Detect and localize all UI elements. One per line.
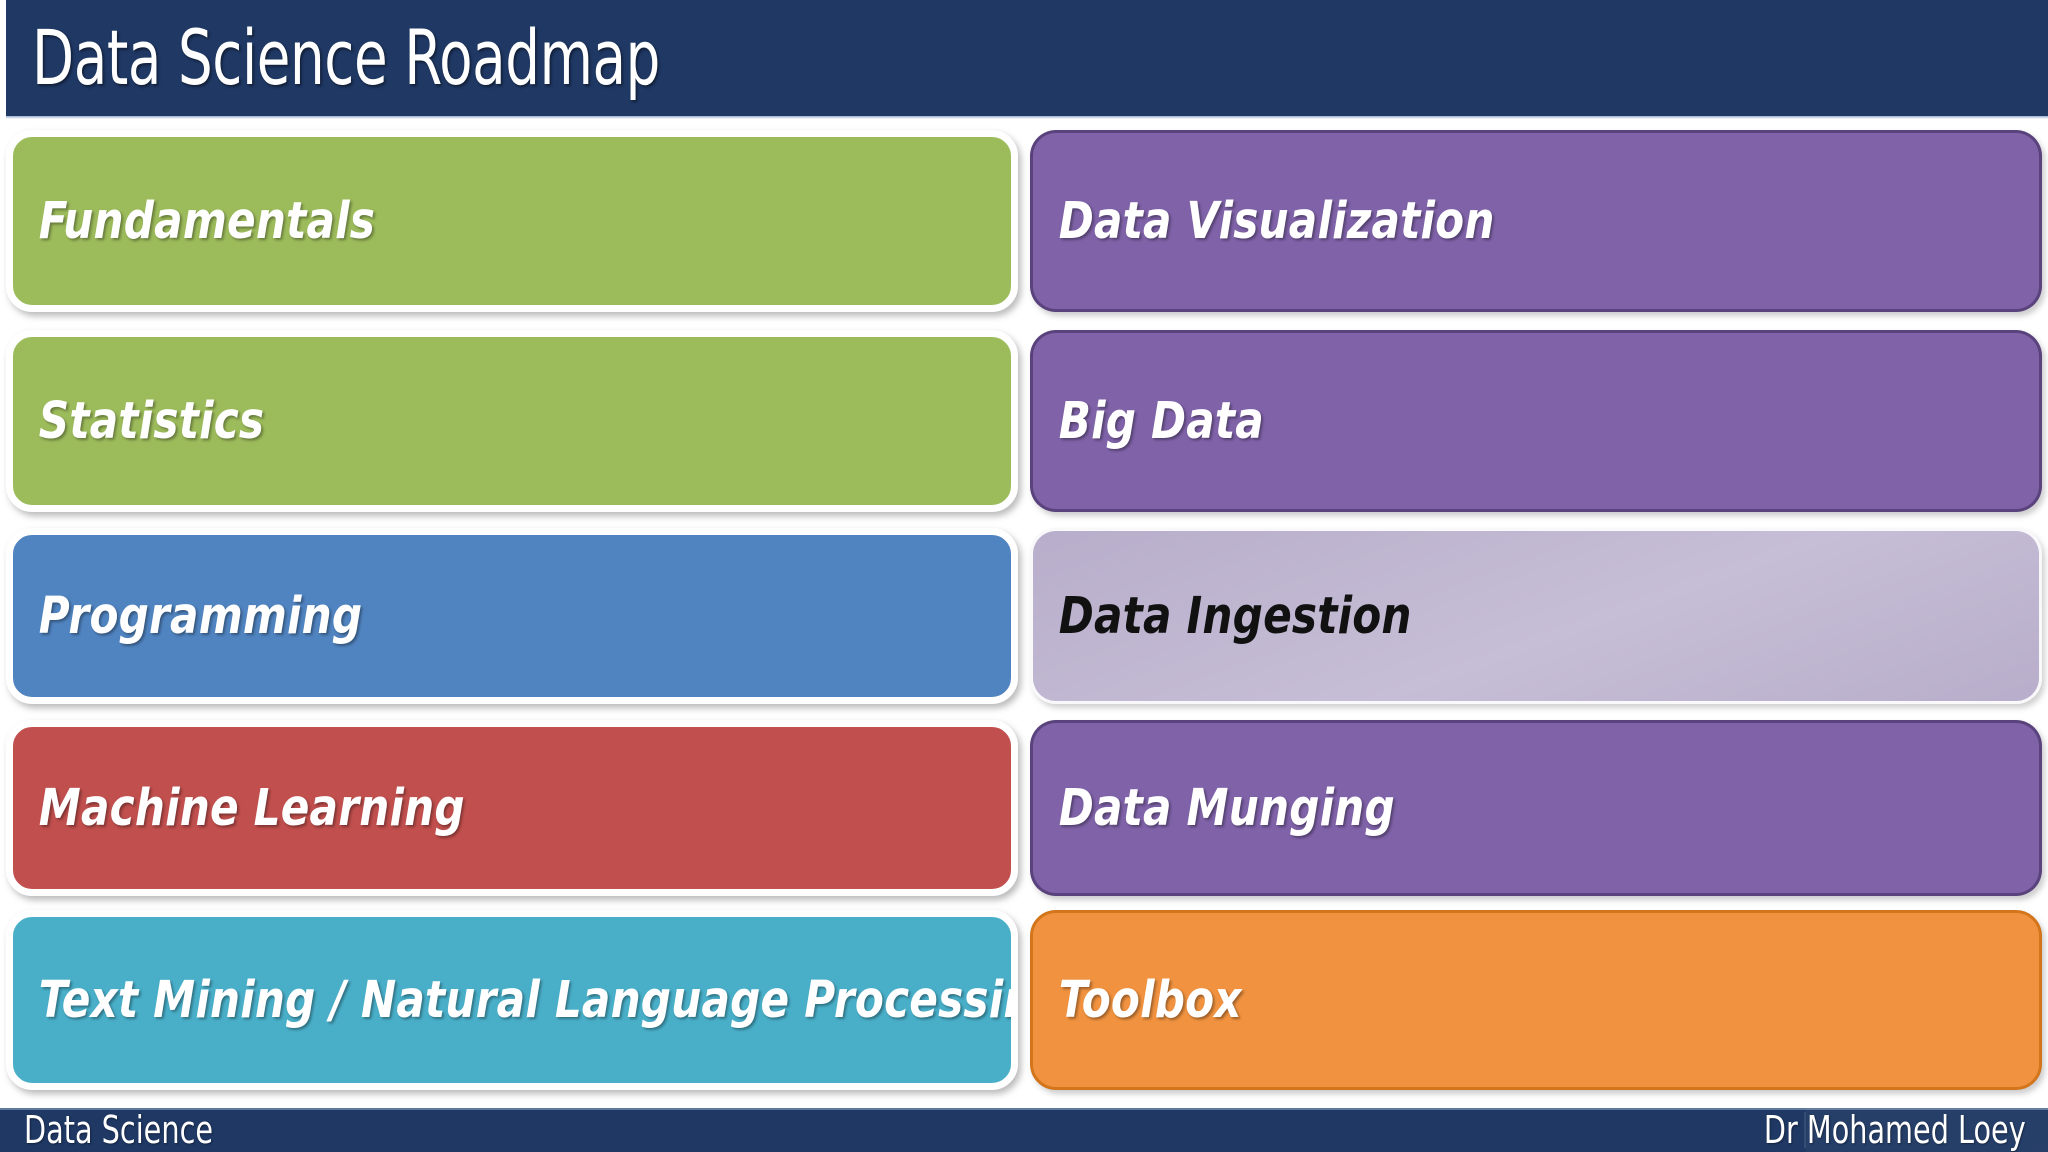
roadmap-box-left-2[interactable]: Statistics <box>6 330 1018 512</box>
footer-course-label: Data Science <box>24 1108 214 1152</box>
roadmap-box-label: Data Ingestion <box>1058 586 1412 646</box>
roadmap-box-left-5[interactable]: Text Mining / Natural Language Processin… <box>6 910 1018 1090</box>
roadmap-box-label: Toolbox <box>1058 970 1242 1030</box>
slide-footer-bar: Data Science Dr Mohamed Loey <box>0 1108 2048 1152</box>
roadmap-box-label: Data Visualization <box>1058 191 1495 251</box>
roadmap-box-right-3[interactable]: Data Ingestion <box>1030 528 2042 704</box>
roadmap-box-right-1[interactable]: Data Visualization <box>1030 130 2042 312</box>
roadmap-box-label: Big Data <box>1058 391 1264 451</box>
roadmap-box-label: Programming <box>38 586 363 646</box>
footer-author-label: Dr Mohamed Loey <box>1764 1108 2026 1152</box>
roadmap-box-right-2[interactable]: Big Data <box>1030 330 2042 512</box>
roadmap-box-left-3[interactable]: Programming <box>6 528 1018 704</box>
roadmap-box-left-1[interactable]: Fundamentals <box>6 130 1018 312</box>
roadmap-box-label: Text Mining / Natural Language Processin… <box>38 970 1018 1030</box>
roadmap-box-right-4[interactable]: Data Munging <box>1030 720 2042 896</box>
slide-title-bar: Data Science Roadmap <box>6 0 2048 119</box>
footer-divider <box>1804 1112 1806 1148</box>
roadmap-box-label: Statistics <box>38 391 265 451</box>
roadmap-box-left-4[interactable]: Machine Learning <box>6 720 1018 896</box>
roadmap-box-label: Fundamentals <box>38 191 376 251</box>
page-title: Data Science Roadmap <box>32 13 660 102</box>
roadmap-box-label: Data Munging <box>1058 778 1395 838</box>
roadmap-box-label: Machine Learning <box>38 778 465 838</box>
roadmap-box-right-5[interactable]: Toolbox <box>1030 910 2042 1090</box>
